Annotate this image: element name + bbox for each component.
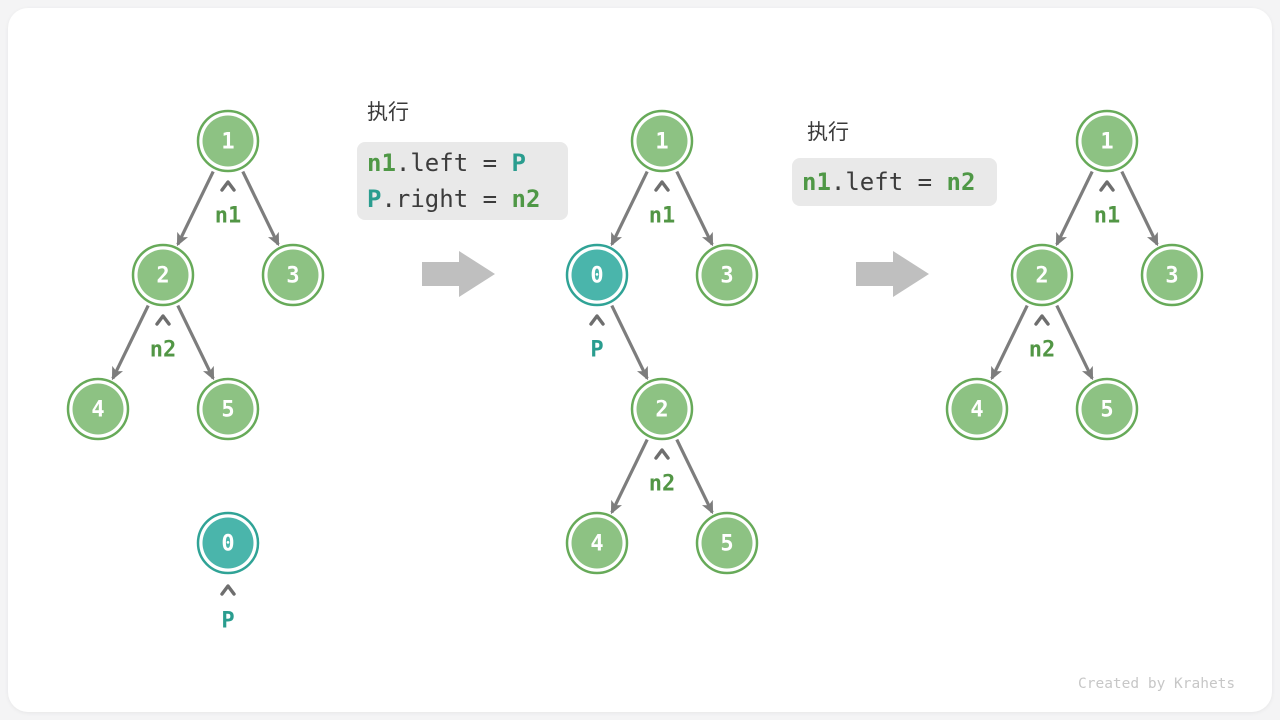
tree-edge (610, 170, 649, 247)
code-token: n2 (511, 185, 541, 213)
code-token: n1 (367, 149, 396, 177)
code-block-1: n1.left = P P.right = n2 (357, 142, 568, 220)
tree-node: 3 (1140, 243, 1204, 307)
tree-node-p: 0 (565, 243, 629, 307)
code-block-2: n1.left = n2 (792, 158, 997, 206)
tree-node: 2 (630, 377, 694, 441)
node-value: 4 (970, 398, 983, 423)
pointer-caret-icon (654, 180, 670, 192)
tree-node: 5 (695, 511, 759, 575)
node-value: 3 (720, 264, 733, 289)
tree-node: 4 (565, 511, 629, 575)
node-value: 1 (1100, 130, 1113, 155)
tree-node: 3 (261, 243, 325, 307)
tree-edge (675, 438, 714, 515)
tree-node: 1 (630, 109, 694, 173)
node-value: 3 (286, 264, 299, 289)
exec-title-1: 执行 (367, 101, 409, 124)
code-line: n1.left = P (367, 145, 558, 181)
pointer-label-p: P (590, 338, 603, 363)
code-line: n1.left = n2 (802, 164, 987, 200)
tree-edge (1055, 304, 1094, 381)
node-value: 5 (720, 532, 733, 557)
pointer-caret-icon (220, 584, 236, 596)
pointer-caret-icon (1034, 314, 1050, 326)
tree-edge (176, 170, 215, 247)
code-token: P (511, 149, 526, 177)
node-value: 4 (91, 398, 104, 423)
node-value: 2 (655, 398, 668, 423)
tree-node: 5 (196, 377, 260, 441)
pointer-label-n2: n2 (150, 338, 177, 363)
code-token: .left = (395, 149, 512, 177)
tree-edge (111, 304, 150, 381)
tree-edge (610, 304, 649, 381)
node-value: 5 (1100, 398, 1113, 423)
node-value: 0 (221, 532, 234, 557)
node-value: 2 (1035, 264, 1048, 289)
tree-edge (990, 304, 1029, 381)
tree-node: 4 (945, 377, 1009, 441)
pointer-caret-icon (155, 314, 171, 326)
code-token: n2 (946, 168, 976, 196)
node-value: 1 (221, 130, 234, 155)
pointer-caret-icon (220, 180, 236, 192)
node-value: 2 (156, 264, 169, 289)
pointer-caret-icon (654, 448, 670, 460)
tree-edge (610, 438, 649, 515)
pointer-label-p: P (221, 609, 234, 634)
code-token: n1 (802, 168, 831, 196)
pointer-label-n1: n1 (215, 204, 242, 229)
code-line: P.right = n2 (367, 181, 558, 217)
node-value: 0 (590, 264, 603, 289)
exec-title-2: 执行 (807, 121, 849, 144)
tree-edge (1055, 170, 1094, 247)
code-token: .left = (830, 168, 947, 196)
pointer-label-n2: n2 (1029, 338, 1056, 363)
tree-node: 5 (1075, 377, 1139, 441)
pointer-label-n1: n1 (1094, 204, 1121, 229)
tree-initial: 1 2 3 4 5 0 n1 n2 P (66, 109, 325, 634)
tree-after-insert: 1 0 3 2 4 5 n1 P n2 (565, 109, 759, 575)
pointer-label-n2: n2 (649, 472, 676, 497)
tree-after-remove: 1 2 3 4 5 n1 n2 (945, 109, 1204, 441)
watermark-credit: Created by Krahets (1078, 676, 1236, 692)
tree-edge (675, 170, 714, 247)
node-value: 3 (1165, 264, 1178, 289)
tree-node: 1 (196, 109, 260, 173)
tree-node: 2 (131, 243, 195, 307)
tree-node: 4 (66, 377, 130, 441)
node-value: 4 (590, 532, 603, 557)
pointer-caret-icon (589, 314, 605, 326)
tree-node: 3 (695, 243, 759, 307)
transition-arrow-icon (856, 251, 929, 297)
pointer-caret-icon (1099, 180, 1115, 192)
code-token: P (367, 185, 382, 213)
tree-node: 2 (1010, 243, 1074, 307)
tree-node: 1 (1075, 109, 1139, 173)
tree-edge (1120, 170, 1159, 247)
transition-arrow-icon (422, 251, 495, 297)
tree-edge (241, 170, 280, 247)
node-value: 5 (221, 398, 234, 423)
pointer-label-n1: n1 (649, 204, 676, 229)
code-token: .right = (381, 185, 512, 213)
tree-node-p: 0 (196, 511, 260, 575)
node-value: 1 (655, 130, 668, 155)
tree-edge (176, 304, 215, 381)
